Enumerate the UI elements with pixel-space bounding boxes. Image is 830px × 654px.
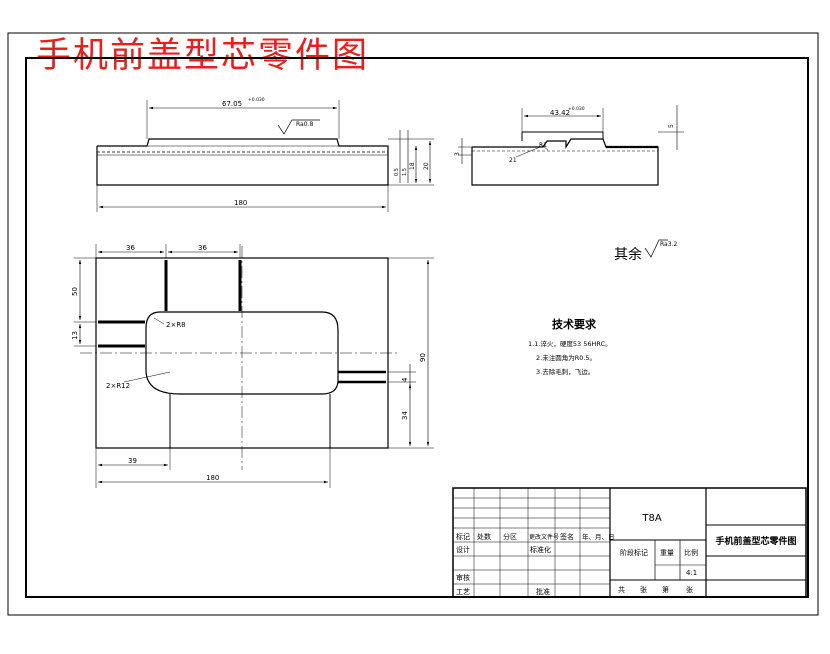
dim-plan-corner2: 2×R12: [106, 382, 130, 390]
dim-plan-bottom-a: 39: [128, 457, 137, 465]
part-name: 手机前盖型芯零件图: [715, 535, 796, 547]
dim-overall-length: 180: [234, 199, 247, 207]
dim-plan-left-b: 13: [71, 331, 79, 340]
plan-view-labels: 36 36 50 13 90 4 34 39 180 2×R8 2×R12: [71, 244, 427, 482]
surface-finish-note: 其余 Ra3.2: [614, 239, 677, 263]
tech-item: 3.去除毛刺，飞边。: [536, 367, 594, 376]
tb-header: 处数: [477, 532, 491, 541]
dim-plan-right-low: 34: [401, 411, 409, 420]
dim-side-height: 5: [668, 124, 675, 128]
tb-sheets: 张: [640, 585, 647, 594]
dim-plan-top-a: 36: [126, 244, 135, 252]
dim-side-tolerance: +0.030: [568, 106, 585, 112]
front-view: [96, 100, 434, 212]
dim-plan-overall: 180: [206, 474, 219, 482]
tb-sheets: 张: [686, 585, 693, 594]
dim-plan-left-a: 50: [71, 287, 79, 296]
tb-stage-mark: 阶段标记: [620, 548, 648, 557]
tech-item: 2.未注圆角为R0.5。: [536, 353, 596, 362]
tb-design: 设计: [456, 545, 470, 554]
drawing-title: 手机前盖型芯零件图: [36, 36, 370, 76]
tb-header: 年、月、日: [582, 532, 615, 541]
side-view-labels: 43.42 +0.030 5 3 R1 21: [454, 106, 675, 164]
tb-weight: 重量: [660, 549, 674, 557]
dim-h4: 20: [423, 162, 430, 170]
tech-title: 技术要求: [552, 317, 597, 331]
tb-scale: 4:1: [686, 569, 697, 577]
dim-plan-top-b: 36: [198, 244, 207, 252]
tb-header: 签名: [560, 532, 574, 541]
dim-plan-right-mid: 4: [401, 377, 409, 382]
title-block-text: T8A 手机前盖型芯零件图 标记 处数 分区 更改文件号 签名 年、月、日 设计…: [456, 513, 797, 596]
dim-plan-right-total: 90: [419, 353, 427, 362]
dim-h2: 1.5: [402, 168, 408, 176]
dim-h1: 0.5: [394, 168, 400, 176]
dim-h3: 18: [409, 162, 416, 170]
tb-sheets: 共: [618, 585, 625, 594]
tb-scale-label: 比例: [684, 548, 698, 557]
dim-top-length: 67.05: [222, 100, 242, 108]
tb-header: 标记: [456, 532, 470, 541]
technical-requirements: 技术要求 1.1.淬火，硬度53 56HRC。 2.未注圆角为R0.5。 3.去…: [528, 317, 612, 376]
dim-top-tolerance: +0.030: [248, 97, 265, 103]
tech-item: 1.1.淬火，硬度53 56HRC。: [528, 339, 612, 348]
side-view: [458, 105, 684, 186]
plan-view: [74, 244, 434, 488]
dim-plan-corner1: 2×R8: [166, 321, 186, 329]
tb-header: 分区: [503, 532, 517, 541]
tb-sheets: 第: [662, 585, 669, 594]
dim-side-gap: 3: [454, 152, 461, 156]
dim-side-r1: R1: [539, 142, 547, 149]
roughness-label: Ra0.8: [296, 121, 313, 128]
material: T8A: [641, 513, 661, 524]
tb-check: 审核: [456, 573, 470, 582]
title-block: [452, 487, 807, 598]
sheet-borders: [7, 32, 819, 616]
dim-side-width: 43.42: [550, 109, 570, 117]
dim-side-r2: 21: [509, 157, 517, 164]
tb-approve: 批准: [536, 587, 550, 596]
tb-header: 更改文件号: [529, 533, 559, 541]
surface-note-label: 其余: [614, 246, 642, 263]
tb-process: 工艺: [456, 588, 470, 596]
surface-note-value: Ra3.2: [660, 241, 677, 248]
front-view-labels: 67.05 +0.030 Ra0.8 180 0.5 1.5 18 20: [222, 97, 430, 207]
tb-standardization: 标准化: [530, 545, 551, 554]
